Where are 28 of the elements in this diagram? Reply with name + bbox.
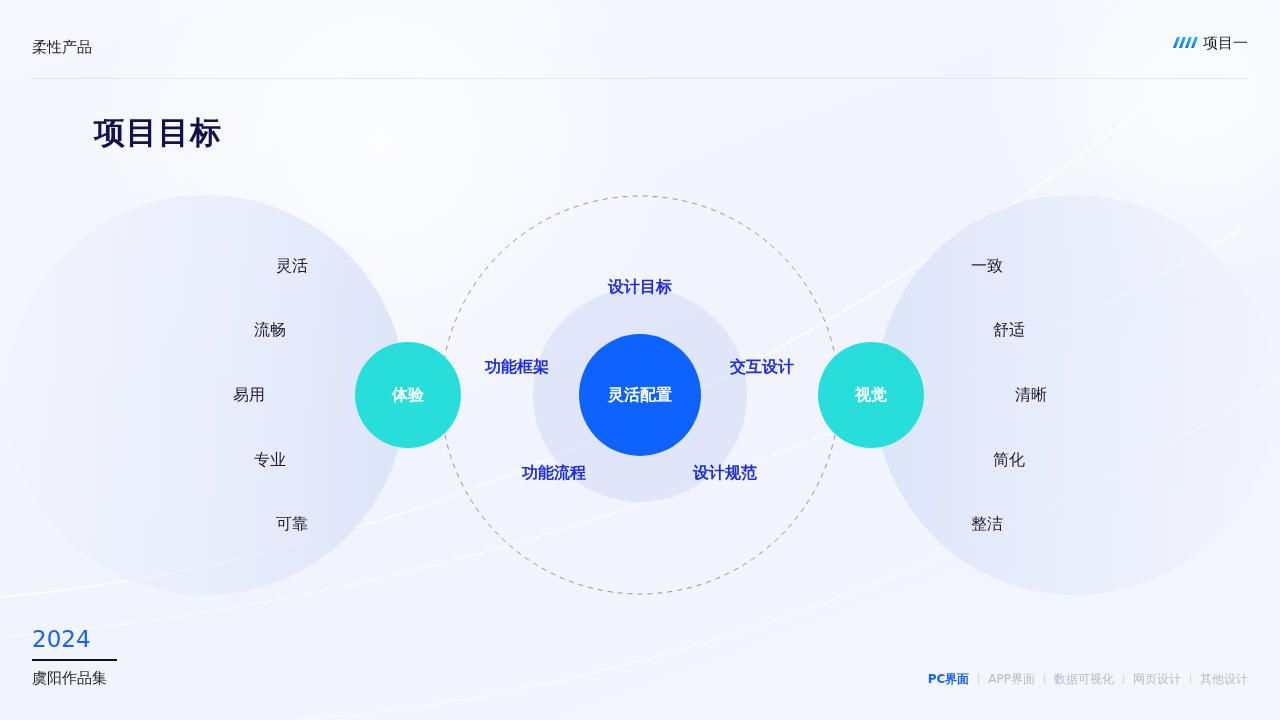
keyword-label: 整洁 [971,514,1003,534]
keyword-label: 流畅 [254,320,286,340]
nav-link: APP界面 [988,671,1035,687]
core-label: 灵活配置 [608,385,672,405]
keyword-label: 可靠 [276,514,308,534]
topic-label: 功能流程 [522,463,586,483]
page-title: 项目目标 [94,114,222,152]
category-label: 体验 [392,385,424,405]
keyword-label: 一致 [971,256,1003,276]
category-label: 视觉 [855,385,887,405]
topic-label: 功能框架 [485,357,549,377]
topic-label: 交互设计 [730,357,794,377]
topic-label: 设计目标 [608,277,672,297]
keyword-label: 易用 [233,385,265,405]
project-label: 项目一 [1203,34,1248,52]
year-label: 2024 [32,626,91,654]
portfolio-label: 虞阳作品集 [32,669,107,687]
nav-link: 其他设计 [1200,671,1248,687]
keyword-label: 简化 [993,450,1025,470]
keyword-label: 灵活 [276,256,308,276]
keyword-label: 舒适 [993,320,1025,340]
section-subtitle: 柔性产品 [32,38,92,56]
keyword-label: 专业 [254,450,286,470]
topic-label: 设计规范 [693,463,757,483]
nav-link: PC界面 [927,671,970,687]
nav-link: 网页设计 [1133,671,1181,687]
keyword-label: 清晰 [1015,385,1047,405]
nav-link: 数据可视化 [1054,671,1114,687]
